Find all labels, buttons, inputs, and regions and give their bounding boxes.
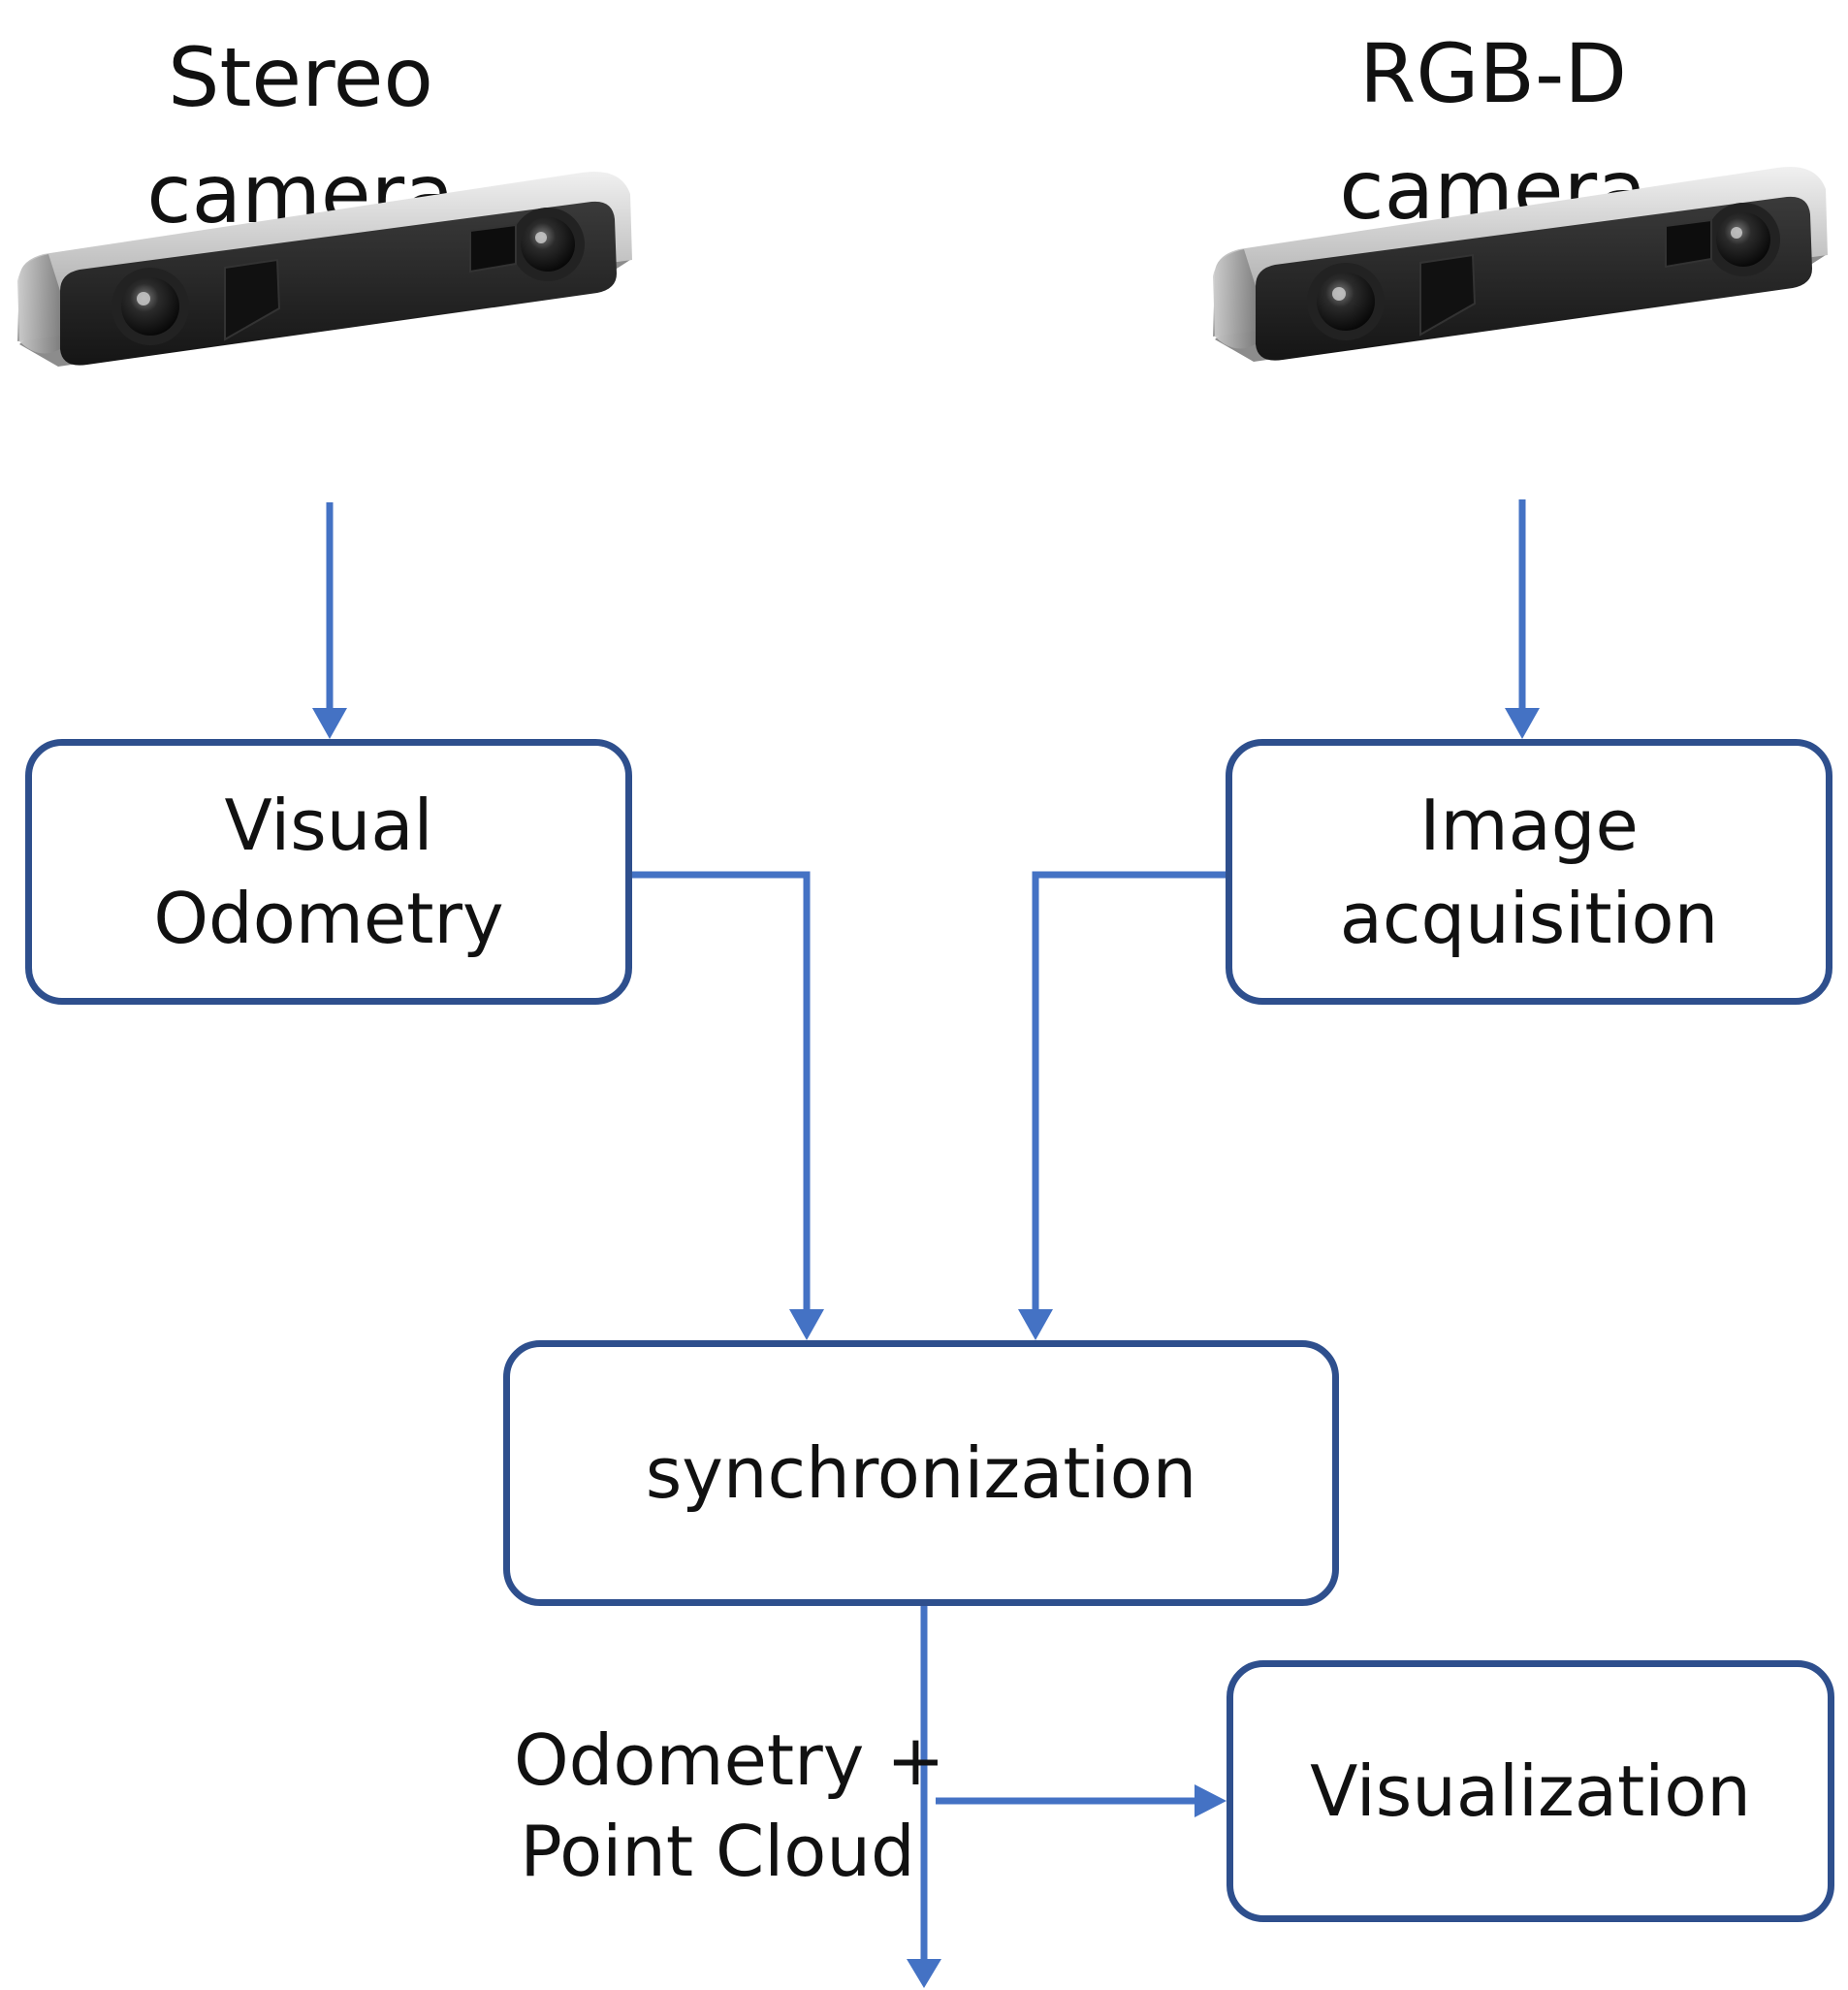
stereo-camera-title: Stereo camera bbox=[87, 19, 514, 252]
sync-output-label: Odometry + Point Cloud bbox=[514, 1715, 945, 1897]
rgbd-camera-title-line1: RGB-D bbox=[1358, 26, 1628, 121]
image-acquisition-node: Image acquisition bbox=[1226, 739, 1832, 1005]
visualization-node: Visualization bbox=[1227, 1660, 1834, 1922]
image-acquisition-label-line1: Image bbox=[1419, 785, 1639, 866]
arrowhead-sync-right bbox=[1018, 1309, 1053, 1340]
arrow-vo-to-sync bbox=[632, 871, 811, 1315]
image-acquisition-label-line2: acquisition bbox=[1339, 878, 1719, 959]
visualization-label: Visualization bbox=[1310, 1750, 1751, 1832]
visual-odometry-label-line1: Visual bbox=[224, 785, 433, 866]
visual-odometry-node: Visual Odometry bbox=[25, 739, 632, 1005]
rgbd-camera-icon bbox=[1212, 165, 1829, 363]
synchronization-label: synchronization bbox=[645, 1432, 1197, 1514]
arrowhead-vo bbox=[312, 708, 347, 739]
stereo-camera-title-line1: Stereo bbox=[168, 30, 433, 125]
stereo-camera-icon bbox=[16, 170, 633, 368]
arrowhead-visualization bbox=[1195, 1784, 1227, 1817]
arrowhead-output bbox=[907, 1959, 941, 1988]
arrowhead-sync-left bbox=[789, 1309, 824, 1340]
sync-output-label-line2: Point Cloud bbox=[520, 1811, 915, 1892]
arrow-image-to-sync bbox=[1032, 871, 1226, 1315]
synchronization-node: synchronization bbox=[503, 1340, 1339, 1606]
arrowhead-image bbox=[1505, 708, 1540, 739]
sync-output-label-line1: Odometry + bbox=[514, 1719, 945, 1801]
visual-odometry-label-line2: Odometry bbox=[153, 878, 504, 959]
